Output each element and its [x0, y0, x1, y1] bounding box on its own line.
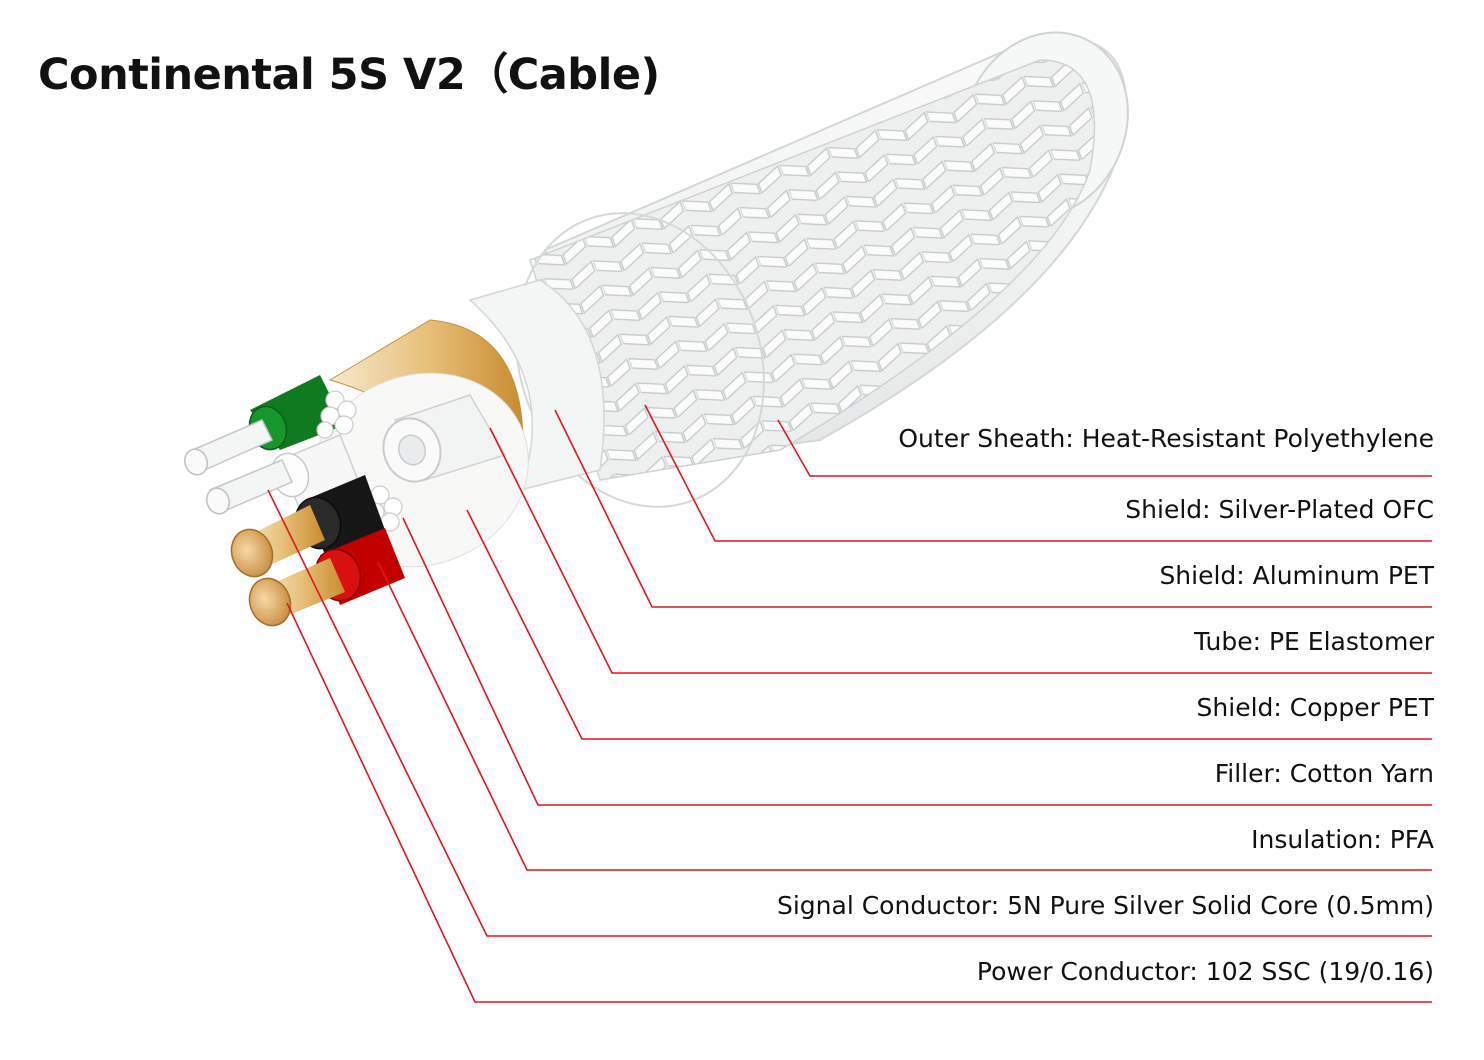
diagram-title: Continental 5S V2（Cable): [38, 50, 660, 100]
label-shield-aluminum: Shield: Aluminum PET: [1159, 561, 1434, 590]
black-insulation-wire: [230, 475, 385, 578]
red-insulation-wire: [248, 528, 405, 627]
label-shield-silver: Shield: Silver-Plated OFC: [1125, 495, 1434, 524]
leader-signal-conductor: [267, 489, 1432, 937]
leader-filler: [402, 517, 1432, 806]
pe-tube-shape: [382, 394, 507, 483]
aluminum-pet-shape: [468, 279, 605, 492]
silver-braid-shield-shape: [529, 59, 1096, 481]
white-insulation-wire: [205, 434, 361, 515]
leader-outer-sheath: [777, 419, 1432, 477]
label-tube: Tube: PE Elastomer: [1194, 627, 1434, 656]
braid-edge: [515, 212, 765, 508]
label-filler: Filler: Cotton Yarn: [1214, 759, 1434, 788]
label-signal-conductor: Signal Conductor: 5N Pure Silver Solid C…: [776, 891, 1434, 920]
leader-lines: [267, 404, 1432, 1003]
leader-power-conductor: [286, 602, 1432, 1003]
leader-shield-copper: [466, 509, 1432, 740]
leader-shield-aluminum: [554, 409, 1432, 608]
label-power-conductor: Power Conductor: 102 SSC (19/0.16): [976, 957, 1434, 986]
leader-insulation: [377, 561, 1432, 871]
leader-tube: [489, 427, 1432, 674]
label-insulation: Insulation: PFA: [1251, 825, 1434, 854]
leader-shield-silver: [644, 404, 1432, 542]
label-shield-copper: Shield: Copper PET: [1196, 693, 1434, 722]
label-outer-sheath: Outer Sheath: Heat-Resistant Polyethylen…: [898, 424, 1434, 453]
